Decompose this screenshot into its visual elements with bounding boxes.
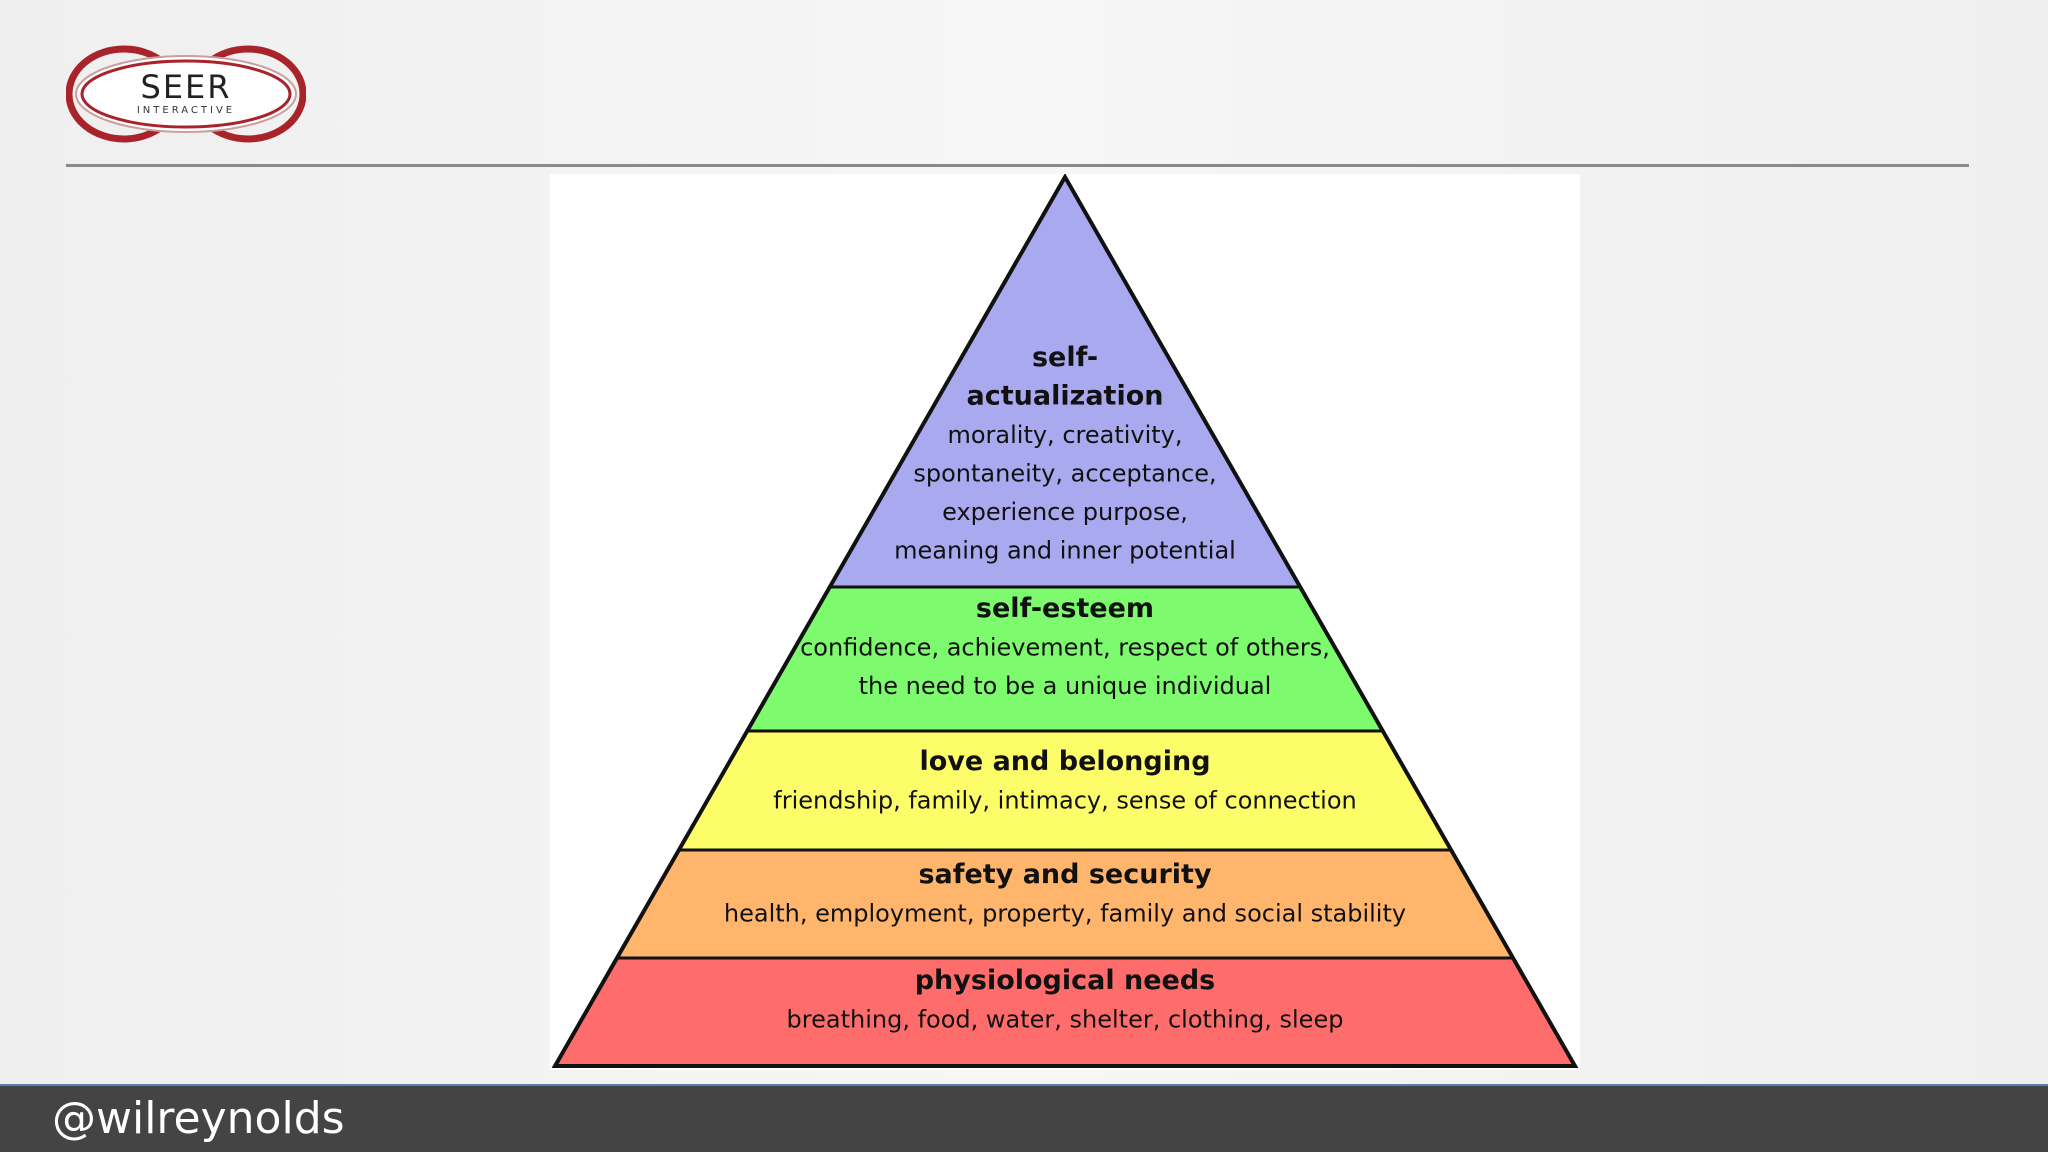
tier-description: health, employment, property, family and…: [724, 900, 1406, 928]
footer-bar: @wilreynolds: [0, 1084, 2048, 1152]
seer-interactive-logo: SEER INTERACTIVE: [66, 45, 306, 143]
logo-name: SEER: [141, 68, 232, 106]
tier-description: the need to be a unique individual: [859, 672, 1272, 700]
tier-description: confidence, achievement, respect of othe…: [800, 634, 1330, 662]
header-divider: [66, 164, 1969, 167]
tier-description: spontaneity, acceptance,: [913, 460, 1216, 488]
tier-title: love and belonging: [919, 746, 1210, 777]
pyramid-outline: [551, 174, 1579, 1068]
tier-title: self-esteem: [976, 593, 1154, 624]
tier-title: safety and security: [918, 859, 1212, 890]
logo-subtitle: INTERACTIVE: [137, 105, 235, 116]
tier-description: friendship, family, intimacy, sense of c…: [773, 787, 1356, 815]
twitter-handle: @wilreynolds: [52, 1093, 345, 1144]
tier-title: self-: [1032, 342, 1098, 373]
tier-description: experience purpose,: [942, 498, 1188, 526]
tier-title: physiological needs: [915, 965, 1216, 996]
tier-title: actualization: [967, 381, 1164, 412]
maslow-pyramid: self-actualization morality, creativity, s…: [551, 174, 1579, 1068]
tier-description: morality, creativity,: [947, 421, 1182, 449]
tier-description: meaning and inner potential: [894, 537, 1236, 565]
tier-description: breathing, food, water, shelter, clothin…: [787, 1006, 1344, 1034]
